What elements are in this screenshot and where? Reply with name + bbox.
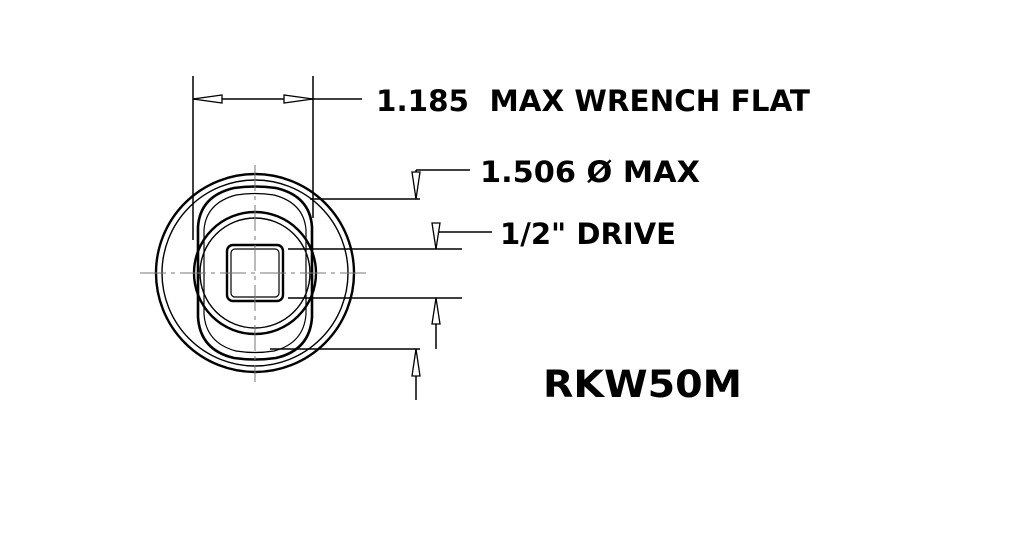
diameter-arrow-top [411,171,421,200]
diameter-arrow-bottom [411,348,421,377]
diameter-label: 1.506 Ø MAX [480,155,700,189]
drive-dimension [288,222,492,349]
wrench-flat-inner-edge [203,192,307,354]
wrench-flat-dimension [192,76,362,240]
part-number-label: RKW50M [543,363,742,406]
diameter-dimension [270,169,470,400]
drive-arrow-top [431,222,441,250]
center-lines [140,165,370,382]
wrench-flat-outline [196,185,314,361]
wrench-flat-label: 1.185 MAX WRENCH FLAT [376,84,810,118]
drive-arrow-bottom [431,297,441,325]
wrench-flat-arrow-right [283,94,314,104]
wrench-flat-arrow-left [192,94,223,104]
drive-label: 1/2" DRIVE [500,217,676,251]
